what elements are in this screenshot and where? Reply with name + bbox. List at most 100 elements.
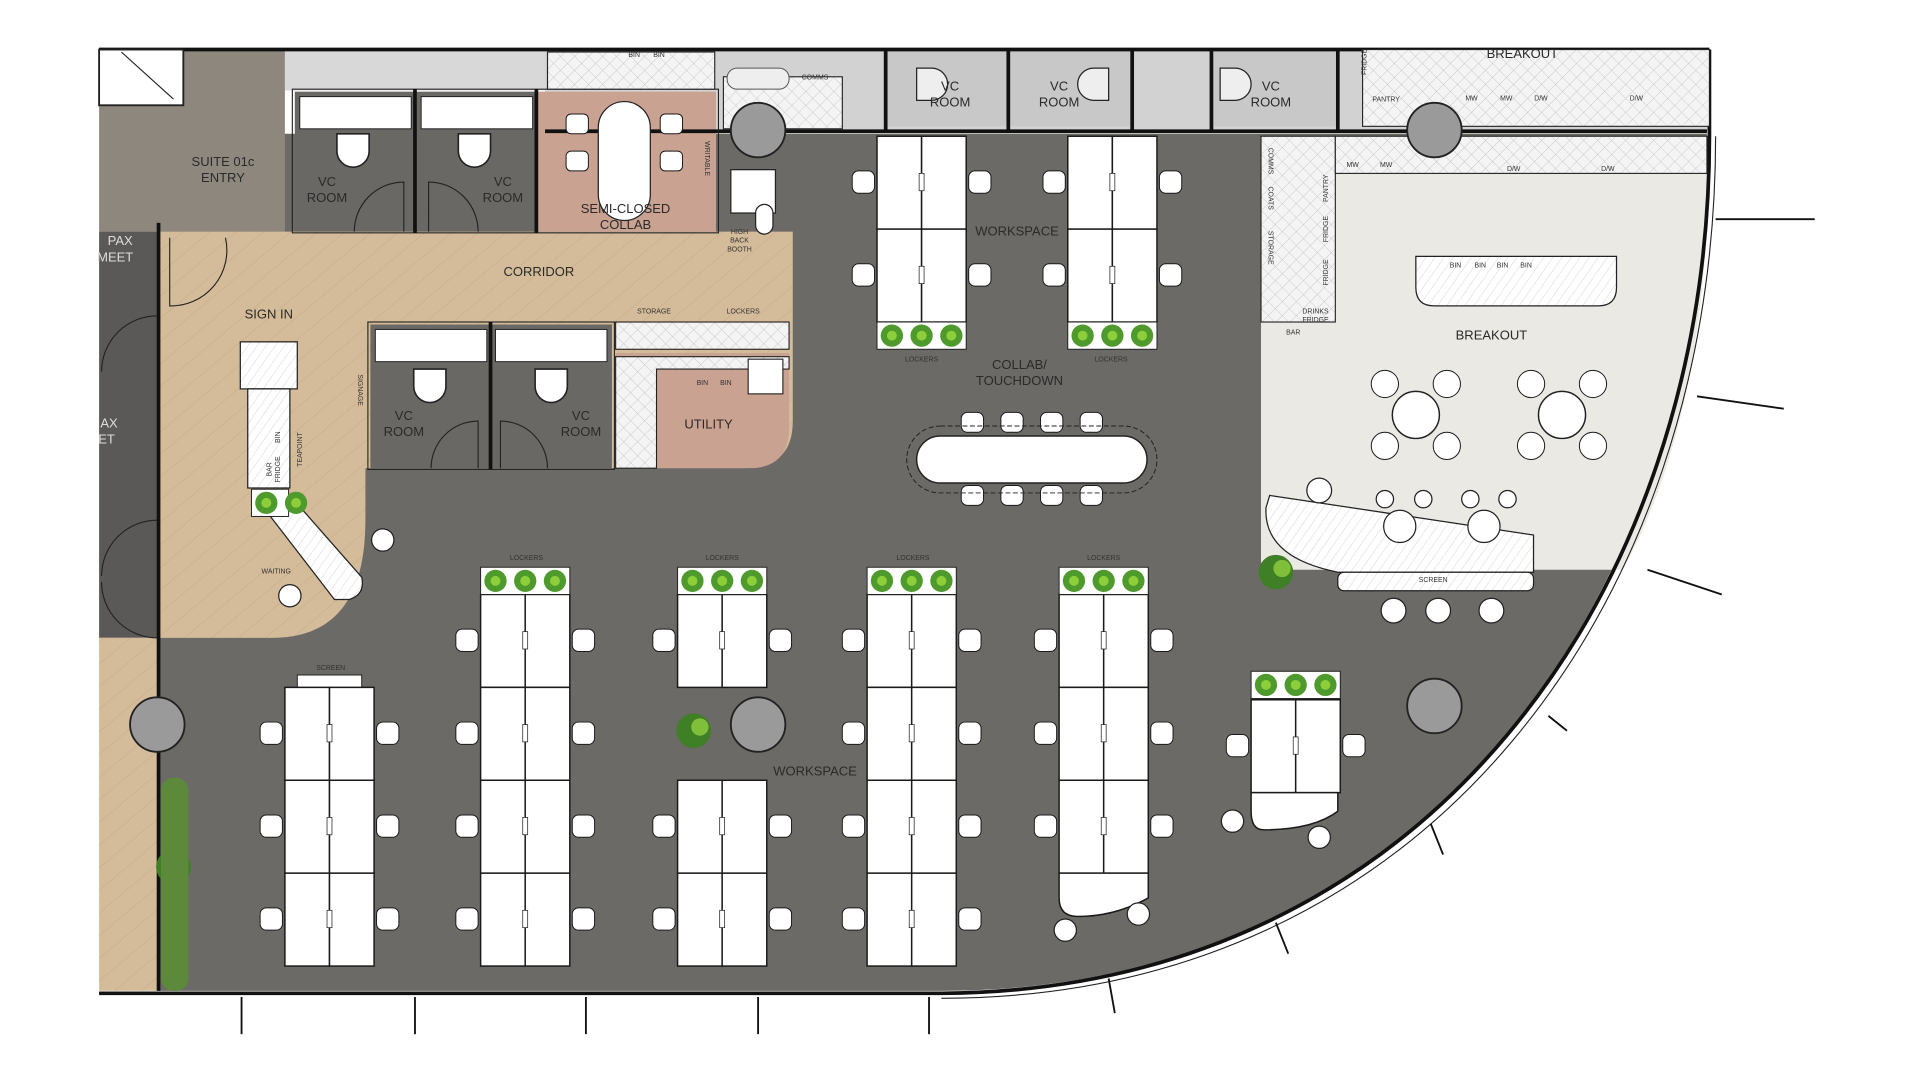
chair: [259, 907, 283, 931]
monitor-arm: [326, 724, 333, 743]
breakout-label: BREAKOUT: [1456, 327, 1528, 342]
window-mullions: [240, 218, 1815, 1035]
bin-label: BIN: [1474, 263, 1486, 270]
chair: [958, 814, 982, 838]
desk: [676, 779, 723, 874]
workstations: [284, 135, 1342, 967]
vc-room-label: ROOM: [384, 424, 424, 439]
collab-touchdown-table: [915, 435, 1148, 484]
pantry-label: PANTRY: [1323, 174, 1330, 202]
pax-meet-label: AX: [100, 415, 118, 430]
plant-icon: [691, 718, 709, 736]
breakout-island: [1415, 255, 1618, 307]
chair: [376, 814, 400, 838]
chair: [571, 907, 596, 931]
workspace-label: WORKSPACE: [773, 763, 857, 778]
plant-icon: [906, 575, 917, 586]
chair: [851, 170, 876, 194]
chair: [455, 907, 479, 931]
plant-icon: [291, 497, 302, 508]
vc-pods: [299, 67, 1252, 404]
top-left-strip: [284, 49, 546, 91]
drinks-fridge-label: FRIDGE: [1302, 317, 1329, 324]
stool: [1307, 825, 1331, 850]
mullion: [1647, 568, 1723, 596]
stool: [370, 528, 395, 552]
lift-shaft-diagonal: [121, 51, 174, 100]
monitor-arm: [908, 909, 915, 929]
vc-room-label: VC: [395, 408, 413, 423]
storage-label: STORAGE: [637, 308, 671, 315]
vc-room-label: ROOM: [561, 424, 601, 439]
joinery: [239, 48, 1710, 688]
stool: [1413, 489, 1433, 509]
bar-label: BAR: [1286, 329, 1300, 336]
desk: [1067, 135, 1114, 230]
chair: [1042, 263, 1066, 287]
chair: [1079, 485, 1103, 506]
plant-icon: [1069, 575, 1079, 586]
desk: [1058, 686, 1105, 782]
chair: [851, 263, 876, 287]
plant-icon: [946, 330, 957, 341]
stool: [1383, 509, 1417, 544]
bar-fridge-label: BAR: [266, 462, 273, 476]
desk: [876, 228, 923, 323]
mullion: [1696, 395, 1784, 410]
monitor-arm: [908, 631, 915, 650]
lockers-label: LOCKERS: [896, 555, 929, 562]
desk: [479, 686, 526, 782]
chair: [1040, 411, 1064, 433]
desk: [676, 872, 723, 967]
fixture-labels: BIN BIN COMMS WRITABLE HIGH BACK BOOTH S…: [262, 48, 1644, 672]
round-table: [1537, 390, 1587, 440]
lounge-chair: [1516, 431, 1546, 460]
desk: [910, 686, 958, 782]
desk: [328, 779, 375, 874]
chairs: [259, 113, 1608, 931]
suite-entry-label: SUITE 01c: [192, 154, 255, 169]
vc-room-label: VC: [494, 174, 512, 189]
vc-room-label: ROOM: [1039, 95, 1079, 110]
plant-icon: [877, 575, 887, 586]
waiting-bench: [266, 494, 363, 601]
chair: [571, 721, 596, 745]
desk: [866, 779, 913, 874]
comms-label: COMMS: [802, 74, 829, 81]
desk: [524, 872, 571, 967]
desk: [524, 593, 571, 689]
mw-label: MW: [1465, 95, 1478, 102]
vc-bench: [420, 96, 534, 130]
storage-lockers: [615, 321, 790, 350]
chair: [968, 263, 992, 287]
lockers-label: LOCKERS: [1095, 357, 1128, 364]
booth-label: BACK: [730, 238, 749, 245]
fridge-label: FRIDGE: [1323, 259, 1330, 286]
teapoint-label: TEAPOINT: [297, 432, 304, 467]
chair: [1150, 814, 1174, 838]
coats-label: COATS: [1266, 186, 1273, 210]
stool: [1220, 809, 1245, 833]
screen-label: SCREEN: [316, 665, 345, 672]
desk: [866, 593, 913, 689]
workspace-label: WORKSPACE: [975, 223, 1059, 238]
monitor-arm: [719, 909, 726, 929]
stool: [1467, 509, 1501, 544]
vc-bench: [494, 328, 608, 363]
door-swing: [101, 315, 158, 372]
chair: [455, 814, 479, 838]
desk: [479, 593, 526, 689]
monitor-arm: [1100, 817, 1107, 836]
screen: [296, 674, 363, 688]
vc-seat: [412, 368, 447, 404]
column: [729, 696, 787, 753]
chair: [960, 485, 985, 506]
chair: [455, 628, 479, 652]
waiting-label: WAITING: [262, 568, 291, 575]
monitor-arm: [522, 724, 529, 743]
monitor-arm: [326, 909, 333, 929]
desk: [721, 872, 768, 967]
wood-strip-bottom: [99, 637, 159, 991]
desk-end: [1250, 791, 1339, 831]
door-swing: [353, 181, 405, 232]
